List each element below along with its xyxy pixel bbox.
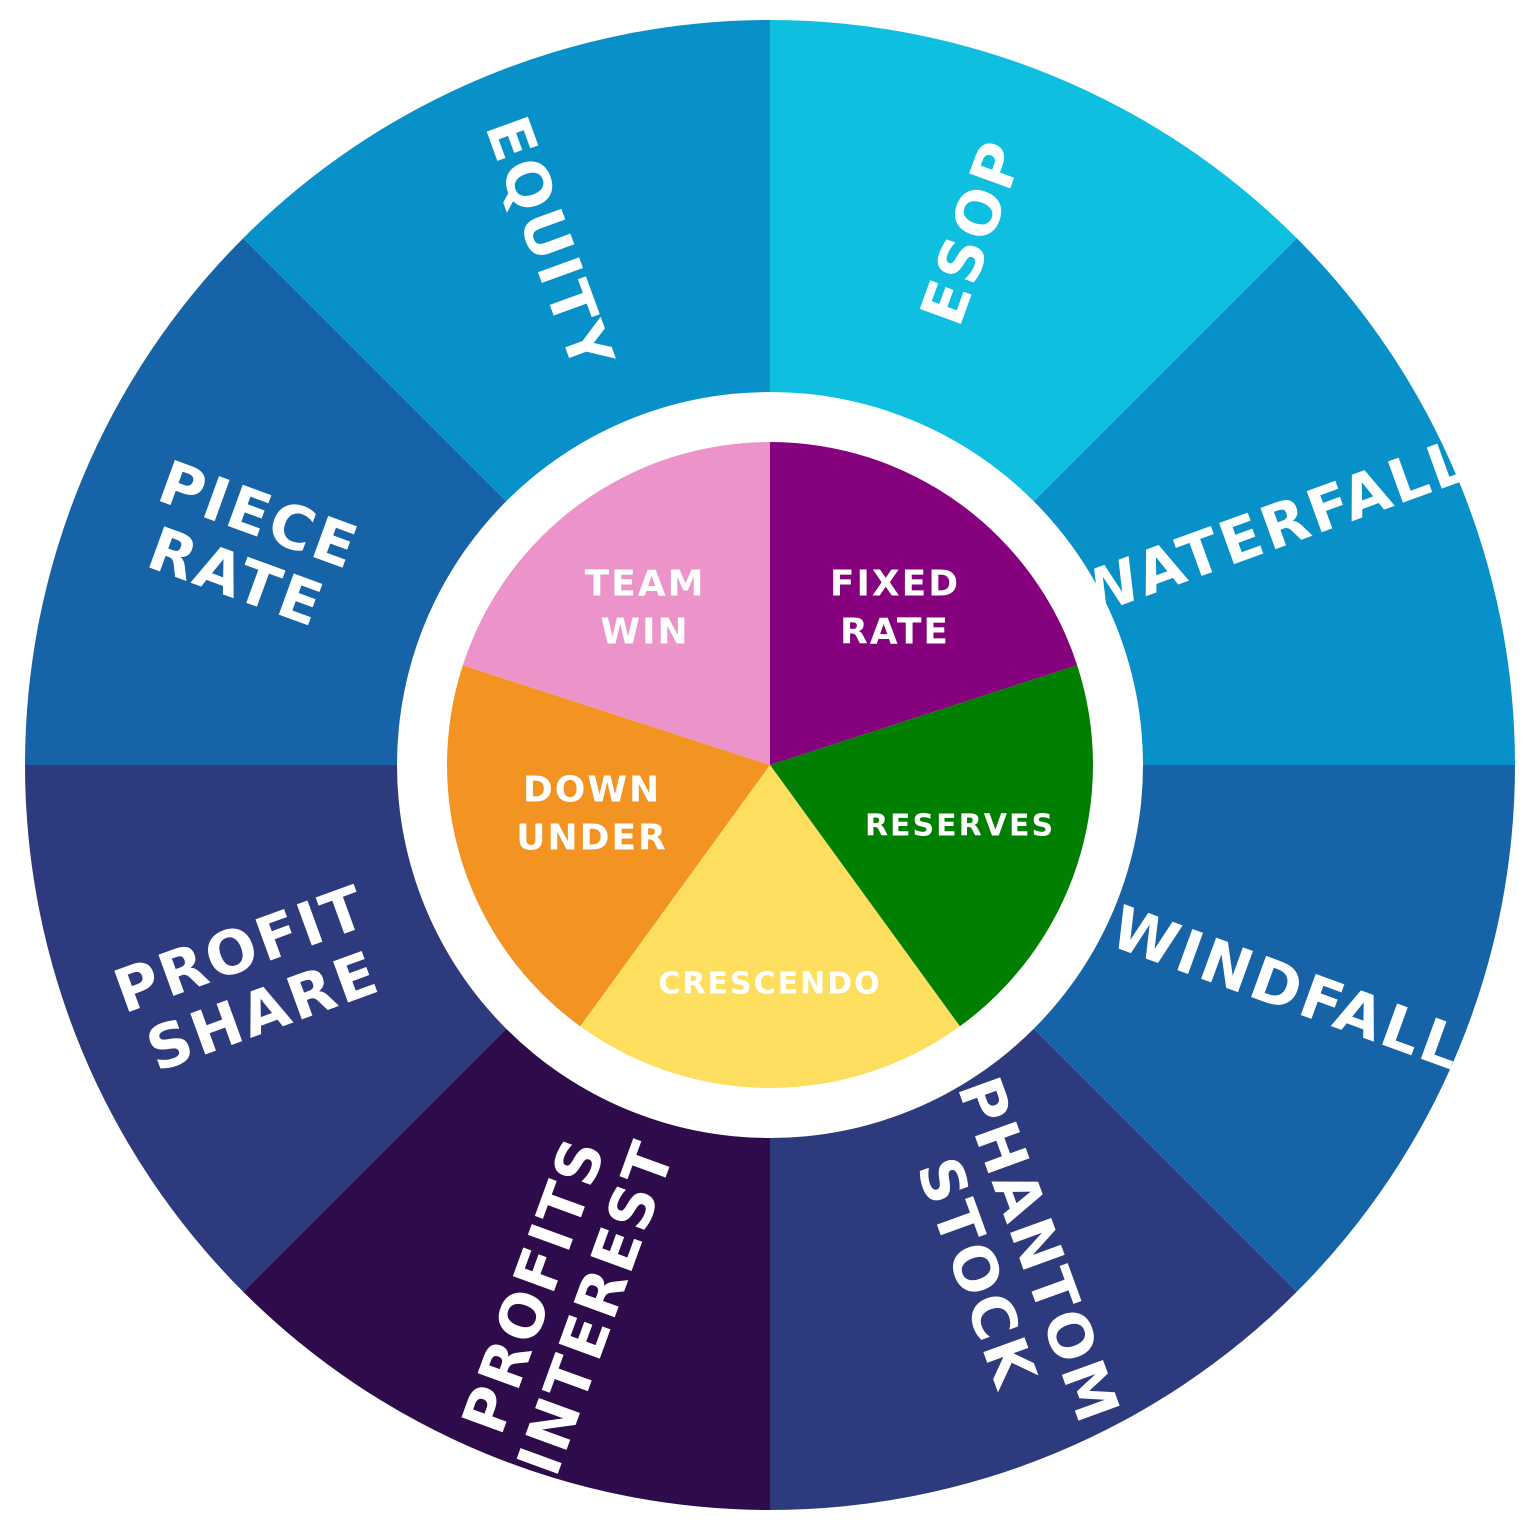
inner-team-win-label-line: WIN (600, 612, 689, 653)
inner-crescendo-label-line: CRESCENDO (658, 967, 881, 1002)
inner-down-under-label-line: DOWN (523, 770, 661, 811)
inner-team-win-label-line: TEAM (585, 564, 706, 605)
inner-fixed-rate-label: FIXED RATE (830, 564, 960, 653)
inner-slice-crescendo (580, 765, 960, 1088)
inner-crescendo-label: CRESCENDO (658, 967, 881, 1002)
inner-fixed-rate-label-line: FIXED (830, 564, 960, 605)
inner-down-under-label-line: UNDER (516, 818, 668, 859)
inner-fixed-rate-label-line: RATE (840, 612, 950, 653)
inner-slice-fixed-rate (770, 442, 1078, 765)
inner-reserves-label: RESERVES (865, 809, 1055, 844)
inner-down-under-label: DOWN UNDER (516, 770, 668, 859)
inner-slice-down-under (447, 665, 770, 1027)
inner-pie (447, 442, 1093, 1088)
inner-slice-reserves (770, 665, 1093, 1027)
inner-reserves-label-line: RESERVES (865, 809, 1055, 844)
inner-slice-team-win (462, 442, 770, 765)
inner-team-win-label: TEAM WIN (585, 564, 706, 653)
